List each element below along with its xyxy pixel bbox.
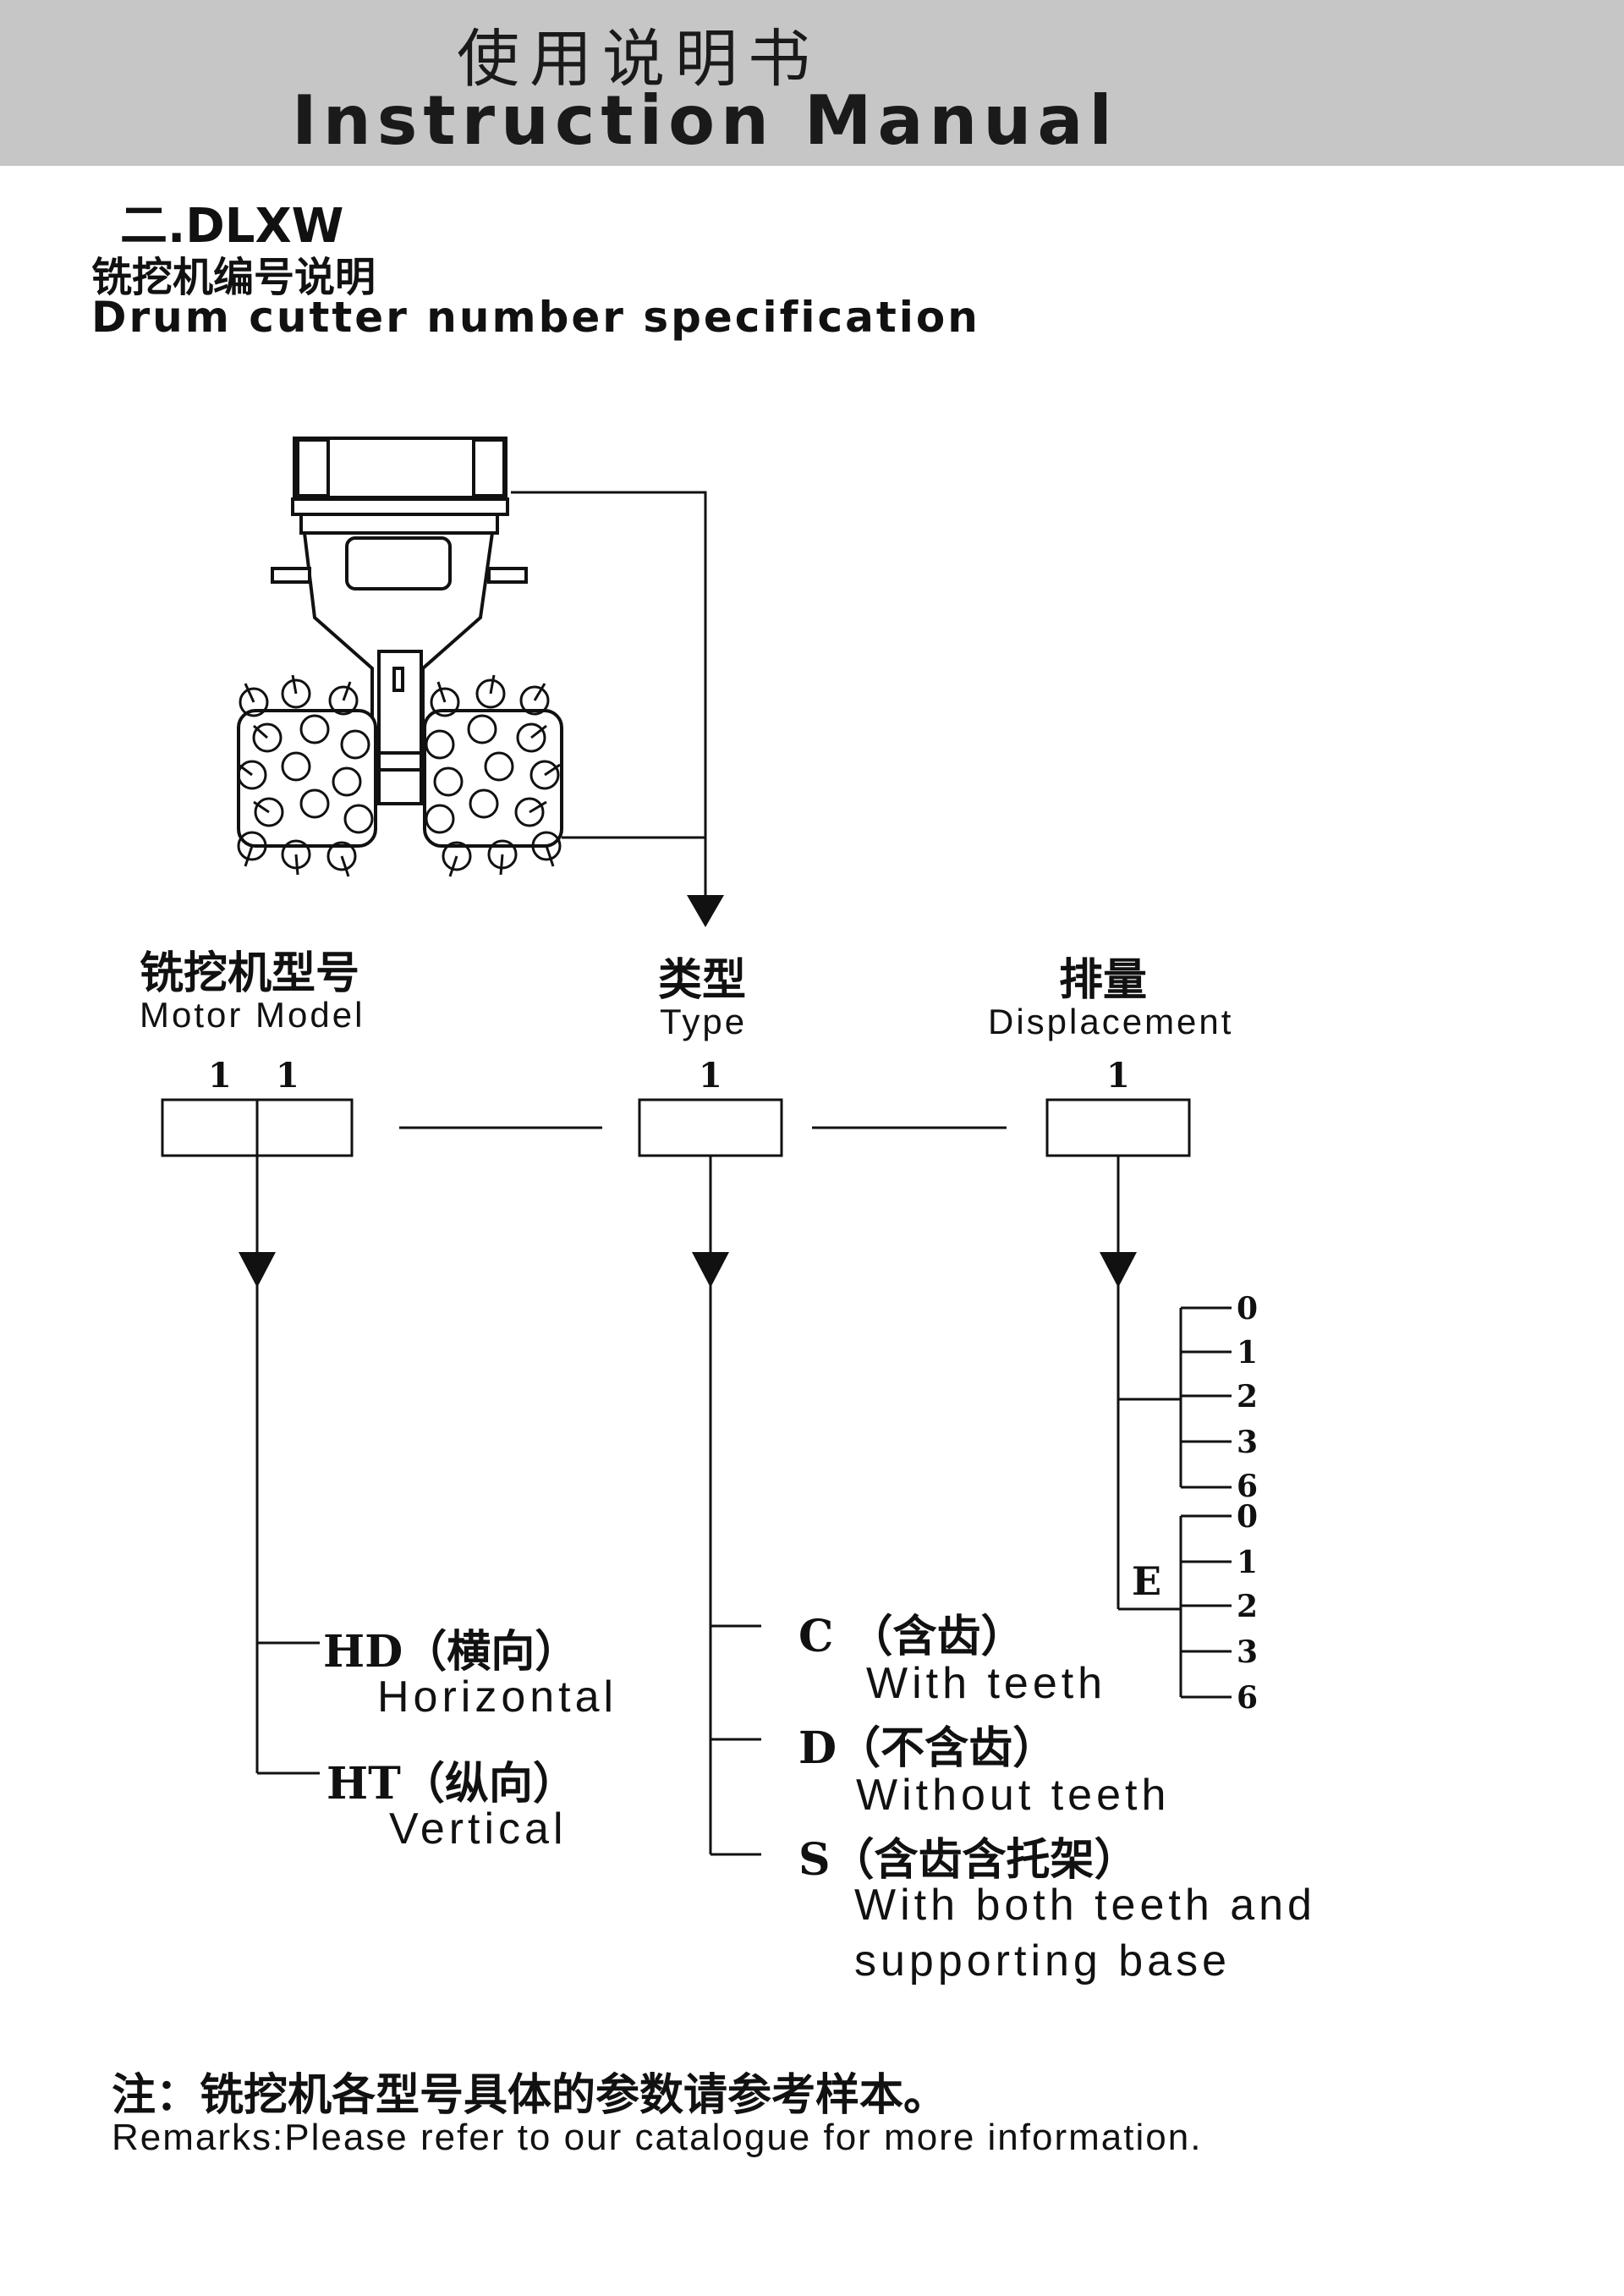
motor-branch	[255, 1156, 320, 1775]
type-digit: 1	[699, 1056, 722, 1096]
displacement-arrow	[1100, 1252, 1137, 1288]
motor-digit-2: 1	[276, 1056, 299, 1096]
type-option-s: S（含齿含托架）	[798, 1834, 1138, 1886]
displacement-option: 3	[1237, 1425, 1259, 1460]
displacement-label-cn: 排量	[1059, 954, 1148, 1006]
manual-title-en: Instruction Manual	[292, 81, 1118, 160]
type-box	[638, 1098, 783, 1157]
displacement-option: 0	[1237, 1291, 1259, 1327]
motor-option-hd: HD（横向）	[323, 1626, 579, 1678]
motor-arrow	[239, 1252, 276, 1288]
displacement-e-option: 6	[1237, 1680, 1259, 1716]
displacement-e-option: 0	[1237, 1499, 1259, 1535]
type-option-c: C （含齿）	[798, 1611, 1025, 1662]
section-title-en: Drum cutter number specification	[91, 293, 980, 342]
type-arrow	[692, 1252, 729, 1288]
type-option-d-en: Without teeth	[856, 1771, 1171, 1820]
motor-model-label-en: Motor Model	[140, 995, 365, 1035]
type-pointer-arrow	[687, 895, 724, 927]
displacement-box	[1045, 1098, 1191, 1157]
motor-model-label-cn: 铣挖机型号	[140, 948, 360, 999]
type-option-s-en-line2: supporting base	[854, 1936, 1232, 1986]
type-option-s-en-line1: With both teeth and	[854, 1881, 1316, 1930]
type-option-c-en: With teeth	[866, 1659, 1107, 1708]
displacement-digit: 1	[1106, 1056, 1130, 1096]
remarks-cn: 注：铣挖机各型号具体的参数请参考样本。	[112, 2070, 948, 2121]
displacement-option: 2	[1237, 1379, 1259, 1414]
displacement-label-en: Displacement	[988, 1002, 1234, 1041]
illustration-to-type-connector	[511, 491, 707, 897]
displacement-e-label: E	[1132, 1558, 1162, 1604]
motor-option-ht-en: Vertical	[389, 1804, 568, 1854]
type-option-d: D（不含齿）	[798, 1722, 1057, 1774]
displacement-option: 1	[1237, 1335, 1259, 1370]
header-band	[0, 0, 1624, 166]
displacement-e-option: 2	[1237, 1589, 1259, 1624]
displacement-e-option: 1	[1237, 1545, 1259, 1580]
type-label-en: Type	[660, 1002, 748, 1041]
remarks-en: Remarks:Please refer to our catalogue fo…	[112, 2117, 1203, 2158]
section-title-cn: 铣挖机编号说明	[91, 254, 376, 301]
drum-cutter-illustration	[237, 437, 563, 877]
displacement-e-option: 3	[1237, 1634, 1259, 1670]
motor-option-ht: HT（纵向）	[326, 1758, 577, 1810]
motor-digit-1: 1	[208, 1056, 232, 1096]
type-label-cn: 类型	[658, 954, 747, 1006]
displacement-branch	[1116, 1156, 1232, 1699]
displacement-option: 6	[1237, 1469, 1259, 1504]
section-number: 二.DLXW	[120, 199, 344, 254]
motor-option-hd-en: Horizontal	[377, 1673, 618, 1722]
manual-title-cn: 使用说明书	[457, 23, 820, 96]
